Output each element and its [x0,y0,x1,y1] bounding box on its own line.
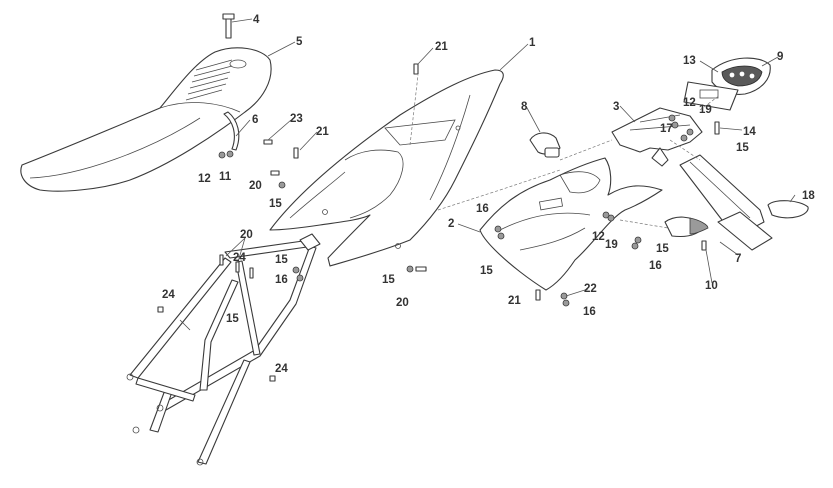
license-plate-holder [679,154,773,251]
mudguard-washer-15 [497,232,505,240]
frame-bolt-20a [219,254,224,266]
washer-15-cover [278,181,286,189]
callout-19-tail: 19 [699,104,712,116]
rear-cover [269,69,504,267]
screw-23 [263,139,273,145]
callout-9: 9 [777,51,783,63]
tail-light-bracket [683,81,739,111]
callout-4: 4 [253,14,260,26]
frame-grommet-24b [269,375,276,382]
callout-15-cover: 15 [269,198,282,210]
frame-bolt-20c [249,267,254,279]
callout-14: 14 [743,126,756,138]
callout-6: 6 [252,114,258,126]
frame-bolt-20b [235,261,240,273]
signal-screw-10 [701,240,707,251]
mudguard-washer-16b [562,299,570,307]
screw-21-cover-top [413,63,419,75]
washer-11-seat [226,150,234,158]
tail-washer-15 [680,134,688,142]
reflector [767,200,809,219]
rear-frame [126,233,321,466]
callout-19-mudguard: 19 [605,239,618,251]
callout-15-tail: 15 [736,142,749,154]
callout-12-seat: 12 [198,173,211,185]
callout-15-frame: 15 [226,313,239,325]
callout-16-signal: 16 [649,260,662,272]
callout-16-bottom: 16 [583,306,596,318]
mudguard-screw-21 [535,289,541,301]
callout-20-cover: 20 [249,180,262,192]
seat-strap [223,111,240,151]
callout-20-frame: 20 [240,229,253,241]
callout-15-lower: 15 [382,274,395,286]
callout-17: 17 [660,123,673,135]
callout-3: 3 [613,101,619,113]
tail-washer-12 [668,114,676,122]
tail-washer-17 [686,128,694,136]
callout-13: 13 [683,55,696,67]
callout-5: 5 [296,36,303,48]
callout-7: 7 [735,253,741,265]
callout-10: 10 [705,280,718,292]
callout-15-mudguard: 15 [480,265,493,277]
license-bracket [611,107,703,167]
callout-1: 1 [529,37,536,49]
callout-24-frame-bottom: 24 [275,363,288,375]
screw-20-cover [270,170,280,176]
callout-24-frame-left: 24 [162,289,175,301]
callout-23: 23 [290,113,303,125]
tail-light [711,57,771,95]
frame-grommet-24a [157,306,164,313]
seat [20,47,272,192]
frame-nut-16 [296,274,304,282]
callout-15-signal: 15 [656,243,669,255]
callout-8: 8 [521,101,528,113]
signal-washer-15 [634,236,642,244]
callout-16-frame: 16 [275,274,288,286]
mudguard-washer-12 [602,211,610,219]
callout-12-mudguard: 12 [592,231,605,243]
screw-21-cover-mid [293,147,299,159]
turn-signal-right [664,216,709,238]
callout-15-frame-right: 15 [275,254,288,266]
leader-lines [225,18,796,297]
callout-22: 22 [584,283,597,295]
signal-washer-16 [631,242,639,250]
assembly-lines [409,74,721,229]
callout-16-mudguard: 16 [476,203,489,215]
callout-24-frame-top: 24 [233,252,246,264]
washer-15-lower [406,265,414,273]
callout-21-mudguard: 21 [508,295,521,307]
callout-11: 11 [219,171,232,183]
turn-signal-left [529,132,561,158]
callout-21-cover-mid: 21 [316,126,329,138]
mudguard [479,157,663,291]
frame-nut-15 [292,266,300,274]
screw-20-lower [415,266,427,272]
callout-20-lower: 20 [396,297,409,309]
callout-labels: 1 2 3 4 5 6 7 8 9 10 11 12 12 12 13 14 1… [162,14,815,375]
callout-18: 18 [802,190,815,202]
mudguard-washer-19 [607,214,615,222]
mudguard-washer-16 [494,225,502,233]
tail-screw-14 [714,121,720,135]
callout-2: 2 [448,218,454,230]
washer-12-seat [218,151,226,159]
callout-21-cover-top: 21 [435,41,448,53]
callout-12-tail: 12 [683,97,696,109]
seat-bolt [222,13,235,39]
tail-washer-19 [671,121,679,129]
